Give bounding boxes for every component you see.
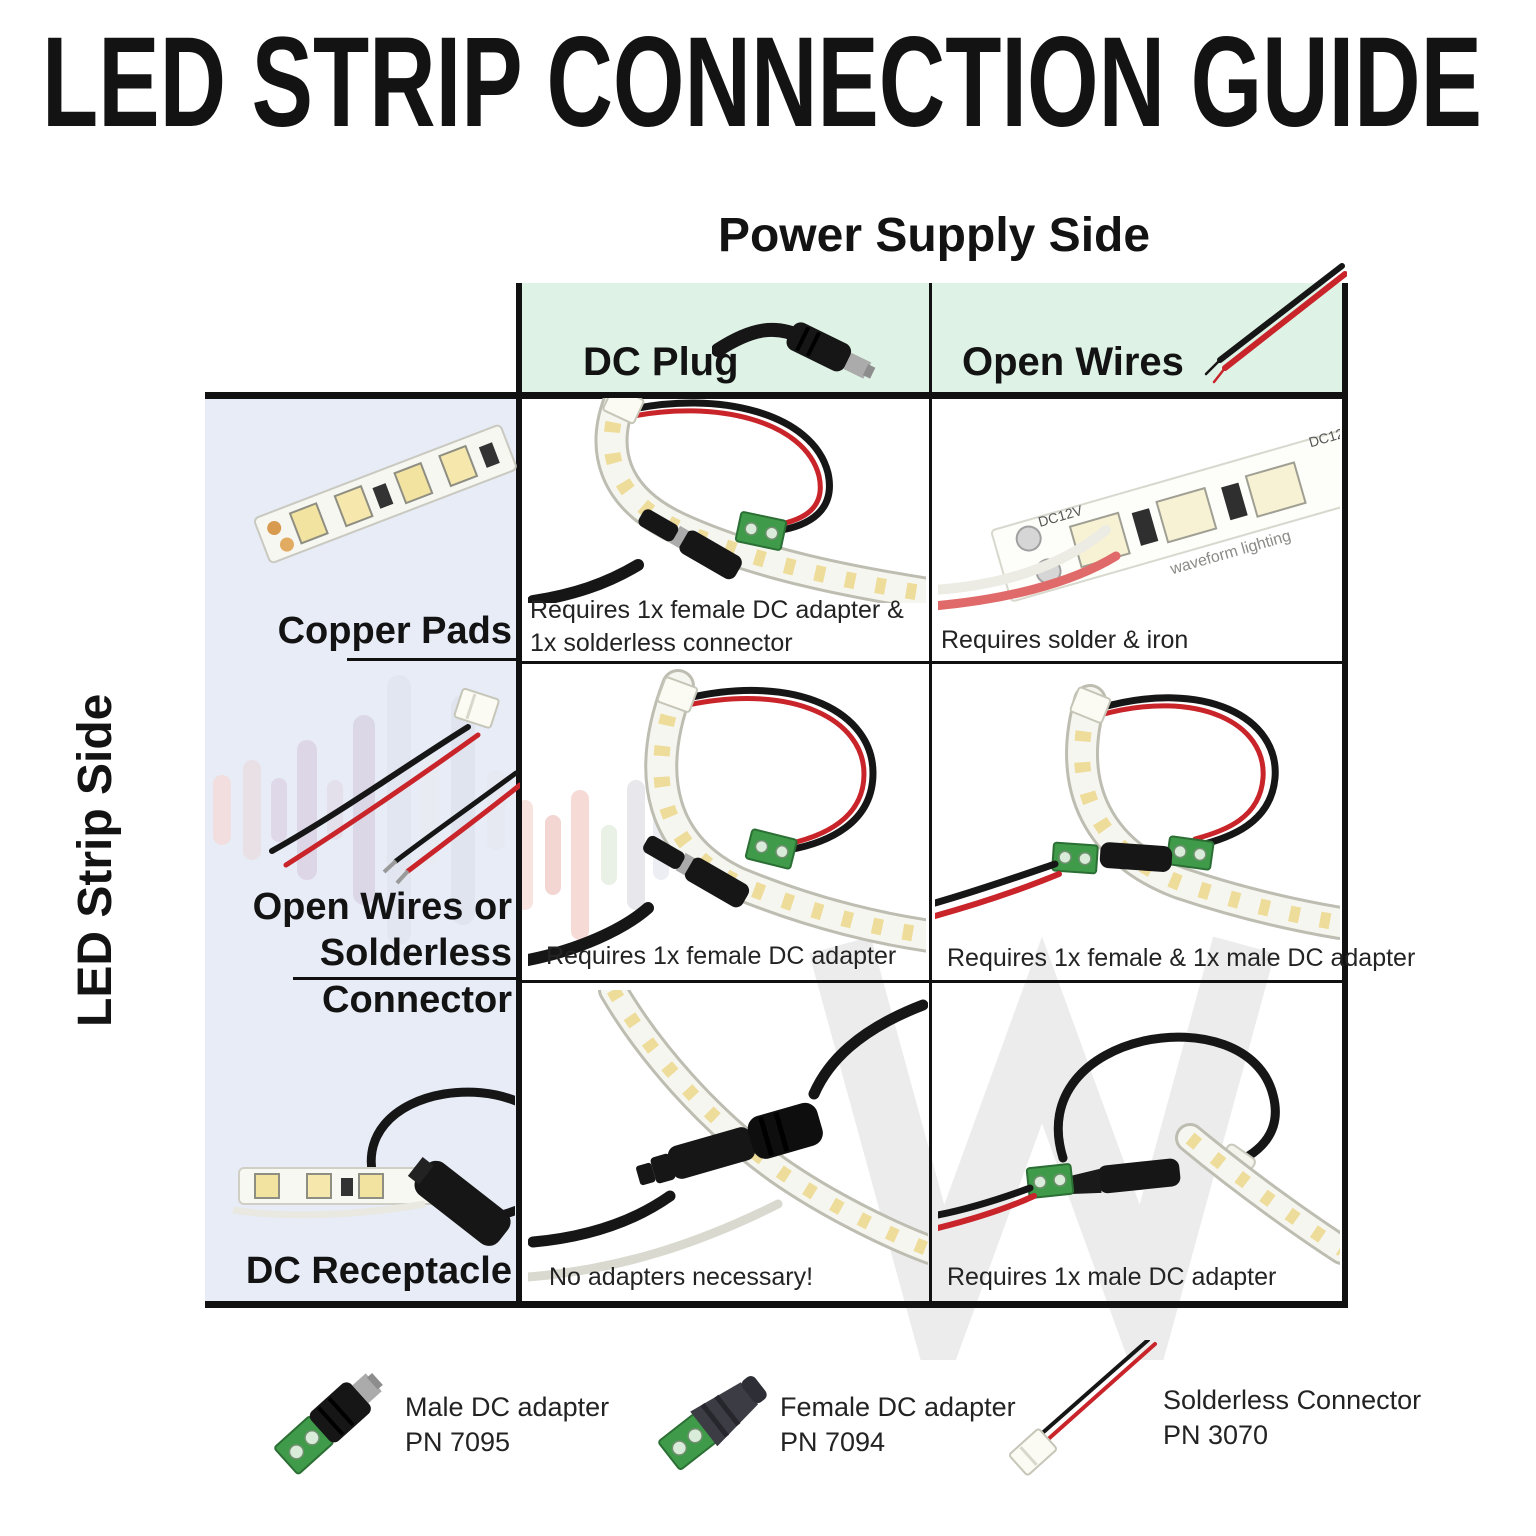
male-dc-adapter-photo <box>274 1372 383 1475</box>
led-strip-side-label: LED Strip Side <box>69 693 122 1027</box>
caption-line: No adapters necessary! <box>549 1263 814 1291</box>
cell-photo-solderless-dc-plug <box>528 669 926 966</box>
row-label-line: Copper Pads <box>277 610 512 652</box>
row-label-dc-receptacle: DC Receptacle <box>212 1248 512 1294</box>
cell-photo-receptacle-dc-plug <box>528 990 928 1282</box>
page-title-svg: LED STRIP CONNECTION GUIDE <box>42 14 1482 144</box>
caption-receptacle-open-wires: Requires 1x male DC adapter <box>947 1261 1276 1294</box>
solderless-connector-photo <box>1009 1340 1157 1476</box>
caption-line: Requires 1x female & 1x male DC adapter <box>947 944 1416 972</box>
dc-plug-photo <box>712 322 876 379</box>
legend-part-number: PN 7095 <box>405 1427 511 1458</box>
dc-receptacle-photo <box>232 1087 515 1246</box>
grid-top-border <box>205 392 1348 399</box>
caption-receptacle-dc-plug: No adapters necessary! <box>549 1261 813 1294</box>
caption-line: 1x solderless connector <box>530 629 793 657</box>
caption-copper-pads-open-wires: Requires solder & iron <box>941 624 1188 657</box>
caption-line: Requires 1x female DC adapter & <box>530 596 904 624</box>
cell-photo-solderless-open-wires <box>935 684 1340 940</box>
waveform-w-watermark <box>809 936 1275 1360</box>
row-label-open-wires-solderless: Open Wires or Solderless Connector <box>212 884 512 1023</box>
grid-left-border <box>516 283 522 1308</box>
column-header-open-wires: Open Wires <box>962 340 1184 384</box>
row-label-underline-2 <box>293 977 516 980</box>
legend-solderless-connector: Solderless Connector PN 3070 <box>1163 1383 1421 1453</box>
caption-solderless-open-wires: Requires 1x female & 1x male DC adapter <box>947 942 1415 975</box>
cell-photo-receptacle-open-wires <box>938 1032 1340 1265</box>
caption-line: Requires 1x male DC adapter <box>947 1263 1277 1291</box>
legend-label: Male DC adapter <box>405 1392 610 1422</box>
waveform-bars-watermark <box>213 675 669 945</box>
grid-right-border <box>1342 283 1348 1308</box>
open-wires-solderless-photo <box>269 687 520 885</box>
legend-female-dc-adapter: Female DC adapter PN 7094 <box>780 1390 1016 1460</box>
grid-bottom-border <box>205 1301 1348 1308</box>
row-label-line: DC Receptacle <box>245 1250 512 1292</box>
legend-part-number: PN 3070 <box>1163 1420 1269 1451</box>
row-label-underline-1 <box>347 658 516 661</box>
power-supply-side-label: Power Supply Side <box>717 209 1151 262</box>
legend-label: Female DC adapter <box>780 1392 1016 1422</box>
caption-solderless-dc-plug: Requires 1x female DC adapter <box>546 940 896 973</box>
row-label-line: Solderless Connector <box>319 932 512 1021</box>
cell-photo-copper-pads-dc-plug <box>528 398 926 603</box>
grid-column-divider <box>929 283 932 1301</box>
caption-line: Requires solder & iron <box>941 626 1189 654</box>
copper-pads-strip-photo <box>253 424 517 564</box>
row-label-copper-pads: Copper Pads <box>212 608 512 654</box>
legend-part-number: PN 7094 <box>780 1427 886 1458</box>
cell-photo-copper-pads-open-wires: DC12V DC12V waveform lighting <box>938 420 1340 611</box>
grid-row-divider-1 <box>522 661 1342 664</box>
legend-label: Solderless Connector <box>1163 1385 1422 1415</box>
grid-row-divider-2 <box>522 980 1342 983</box>
open-wires-photo <box>1204 263 1347 384</box>
female-dc-adapter-photo <box>658 1376 767 1471</box>
page-title: LED STRIP CONNECTION GUIDE <box>42 14 1482 144</box>
legend-male-dc-adapter: Male DC adapter PN 7095 <box>405 1390 609 1460</box>
caption-line: Requires 1x female DC adapter <box>546 942 897 970</box>
caption-copper-pads-dc-plug: Requires 1x female DC adapter & 1x solde… <box>530 594 904 660</box>
row-label-line: Open Wires or <box>252 886 512 928</box>
